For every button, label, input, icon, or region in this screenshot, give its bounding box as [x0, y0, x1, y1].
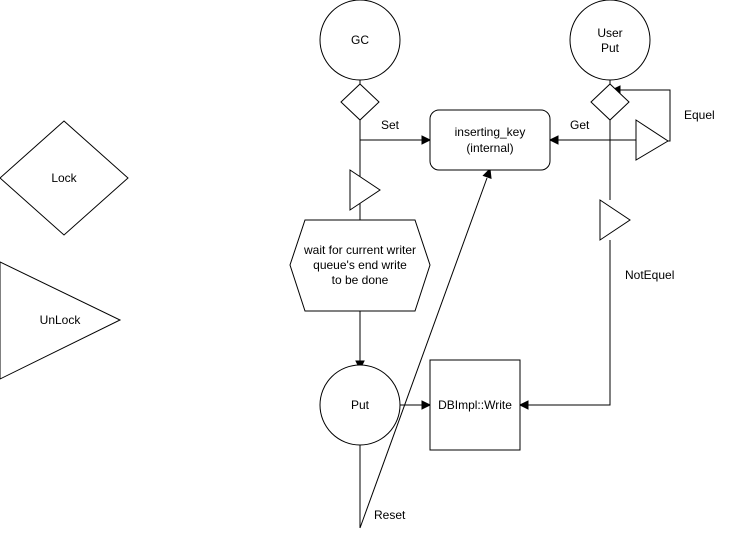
inserting-key-label-line2: (internal) [466, 141, 513, 155]
user-put-label-line1: User [597, 26, 622, 40]
gc-node [319, 0, 401, 81]
unlock-label: UnLock [40, 313, 82, 327]
equel-label: Equel [684, 108, 715, 122]
lock-diamond [0, 120, 129, 236]
gc-lock-diamond [340, 83, 380, 121]
unlock-triangle [0, 261, 122, 380]
arrowhead-notequel [518, 400, 529, 410]
wait-label-line1: wait for current writer [303, 243, 416, 257]
inserting-key-node [429, 109, 551, 171]
user-put-label-line2: Put [601, 41, 620, 55]
arrowhead-set [421, 135, 432, 145]
dbimpl-write-node [429, 359, 521, 451]
edge-notequel [527, 240, 611, 406]
get-label: Get [570, 118, 590, 132]
gc-unlock-triangle [349, 169, 381, 211]
userput-lock-diamond [590, 83, 630, 121]
put-node [319, 364, 401, 446]
notequel-unlock-triangle [599, 199, 631, 241]
inserting-key-label-line1: inserting_key [455, 125, 526, 139]
set-label: Set [381, 118, 400, 132]
edge-equel-loop [619, 89, 671, 142]
reset-label: Reset [374, 508, 406, 522]
notequel-label: NotEquel [625, 268, 674, 282]
gc-label: GC [351, 33, 369, 47]
put-label: Put [351, 398, 370, 412]
equel-unlock-triangle [635, 119, 669, 161]
arrowhead-reset [482, 167, 492, 179]
wait-label-line2: queue's end write [313, 258, 407, 272]
arrowhead-put-to-write [421, 400, 432, 410]
arrowhead-get [548, 135, 559, 145]
dbimpl-write-label: DBImpl::Write [438, 398, 512, 412]
user-put-node [569, 0, 651, 81]
lock-label: Lock [51, 171, 77, 185]
wait-label-line3: to be done [332, 273, 389, 287]
edge-reset [359, 177, 488, 529]
wait-hexagon [289, 219, 431, 312]
